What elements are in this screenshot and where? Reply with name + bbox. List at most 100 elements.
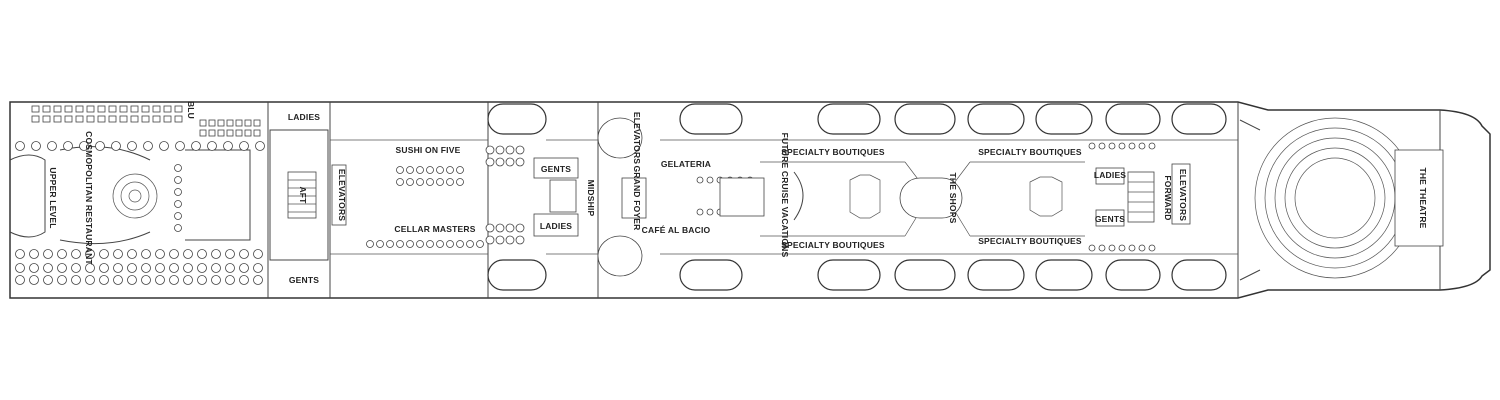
restaurant-tables	[15, 105, 1156, 285]
table-icon	[226, 129, 234, 137]
table-icon	[253, 119, 261, 127]
table-icon	[71, 275, 81, 285]
table-icon	[239, 249, 249, 259]
table-icon	[1098, 244, 1106, 252]
table-icon	[1148, 244, 1156, 252]
table-icon	[1118, 244, 1126, 252]
label-ladies-fwd: LADIES	[1094, 170, 1127, 180]
table-icon	[207, 141, 217, 151]
table-icon	[141, 263, 151, 273]
table-icon	[53, 105, 62, 113]
label-elevators-fwd: ELEVATORS	[1178, 169, 1188, 221]
table-icon	[43, 263, 53, 273]
table-icon	[113, 275, 123, 285]
table-icon	[99, 263, 109, 273]
table-icon	[515, 235, 525, 245]
table-icon	[130, 115, 139, 123]
table-icon	[57, 249, 67, 259]
table-icon	[217, 119, 225, 127]
label-cafe-al-bacio: CAFÉ AL BACIO	[642, 225, 711, 235]
table-icon	[108, 105, 117, 113]
table-icon	[141, 275, 151, 285]
table-icon	[43, 249, 53, 259]
table-icon	[376, 240, 384, 248]
table-icon	[466, 240, 474, 248]
label-midship: MIDSHIP	[586, 180, 596, 217]
label-blu: BLU	[186, 101, 196, 119]
table-icon	[1148, 142, 1156, 150]
table-icon	[29, 263, 39, 273]
table-icon	[169, 275, 179, 285]
table-icon	[86, 115, 95, 123]
label-gelateria: GELATERIA	[661, 159, 711, 169]
table-icon	[85, 275, 95, 285]
table-icon	[396, 166, 404, 174]
table-icon	[95, 141, 105, 151]
table-icon	[127, 249, 137, 259]
table-icon	[1128, 142, 1136, 150]
table-icon	[495, 145, 505, 155]
lifeboats-starboard	[487, 259, 1227, 291]
lifeboats-port	[487, 103, 1227, 135]
table-icon	[85, 263, 95, 273]
table-icon	[79, 141, 89, 151]
table-icon	[119, 115, 128, 123]
table-icon	[152, 115, 161, 123]
table-icon	[155, 263, 165, 273]
table-icon	[239, 275, 249, 285]
table-icon	[253, 275, 263, 285]
table-icon	[1138, 142, 1146, 150]
table-icon	[239, 263, 249, 273]
table-icon	[253, 129, 261, 137]
table-icon	[174, 188, 182, 196]
table-icon	[456, 178, 464, 186]
label-elevators-mid: ELEVATORS	[632, 112, 642, 164]
label-specialty-boutiques-1: SPECIALTY BOUTIQUES	[781, 147, 885, 157]
table-icon	[174, 200, 182, 208]
table-icon	[406, 240, 414, 248]
table-icon	[495, 157, 505, 167]
table-icon	[505, 223, 515, 233]
label-aft: AFT	[298, 186, 308, 204]
table-icon	[436, 178, 444, 186]
table-icon	[71, 263, 81, 273]
table-icon	[235, 119, 243, 127]
table-icon	[127, 141, 137, 151]
label-cellar-masters: CELLAR MASTERS	[394, 224, 475, 234]
table-icon	[446, 240, 454, 248]
table-icon	[43, 275, 53, 285]
table-icon	[143, 141, 153, 151]
table-icon	[111, 141, 121, 151]
label-gents-mid: GENTS	[541, 164, 571, 174]
table-icon	[141, 105, 150, 113]
table-icon	[1138, 244, 1146, 252]
table-icon	[163, 115, 172, 123]
table-icon	[99, 249, 109, 259]
label-the-shops: THE SHOPS	[948, 173, 958, 224]
shops-atrium	[849, 174, 1063, 219]
table-icon	[446, 166, 454, 174]
label-cosmopolitan-restaurant: COSMOPOLITAN RESTAURANT	[84, 131, 94, 265]
table-icon	[253, 263, 263, 273]
table-icon	[244, 129, 252, 137]
table-icon	[456, 240, 464, 248]
table-icon	[174, 212, 182, 220]
table-icon	[75, 115, 84, 123]
table-icon	[226, 119, 234, 127]
label-sushi-on-five: SUSHI ON FIVE	[396, 145, 461, 155]
table-icon	[406, 178, 414, 186]
table-icon	[174, 115, 183, 123]
table-icon	[505, 145, 515, 155]
table-icon	[127, 275, 137, 285]
table-icon	[225, 275, 235, 285]
table-icon	[495, 223, 505, 233]
table-icon	[71, 249, 81, 259]
table-icon	[366, 240, 374, 248]
table-icon	[426, 178, 434, 186]
table-icon	[29, 249, 39, 259]
table-icon	[99, 275, 109, 285]
table-icon	[208, 119, 216, 127]
table-icon	[217, 129, 225, 137]
theatre	[1239, 117, 1444, 281]
